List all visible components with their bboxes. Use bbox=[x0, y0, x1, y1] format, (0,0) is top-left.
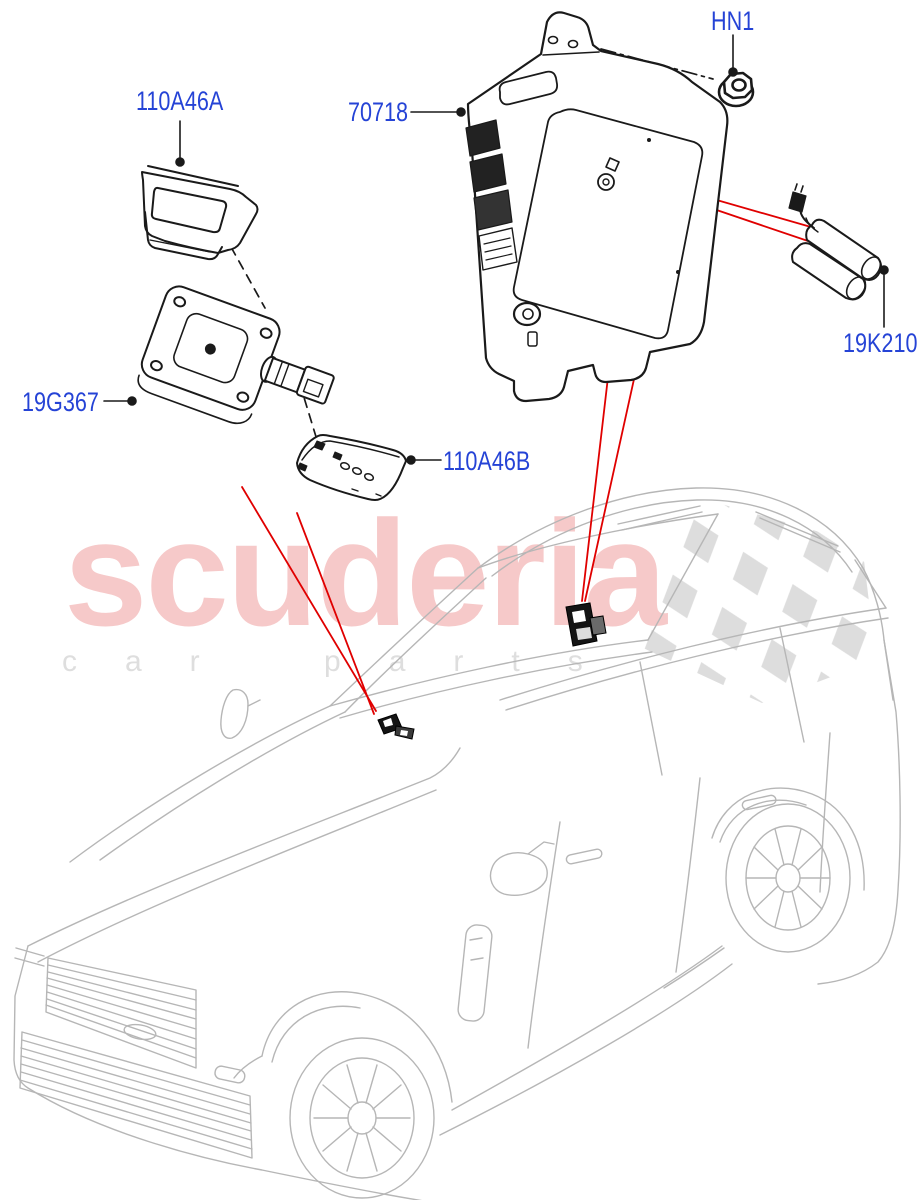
part-control-module-drawing[interactable] bbox=[465, 11, 729, 403]
front-wheel bbox=[289, 1037, 435, 1199]
grille-upper bbox=[45, 957, 197, 1069]
watermark-primary: scuderia bbox=[64, 489, 667, 657]
rear-wheel bbox=[725, 803, 851, 953]
vehicle-illustration bbox=[13, 487, 901, 1200]
part-antenna-drawing[interactable] bbox=[788, 183, 884, 302]
roof-module-marker[interactable] bbox=[565, 602, 607, 647]
part-label-70718[interactable]: 70718 bbox=[348, 97, 409, 127]
windshield-sensor-marker[interactable] bbox=[377, 713, 415, 740]
grille-lower bbox=[19, 1031, 253, 1159]
part-upper-bracket-drawing[interactable] bbox=[141, 165, 259, 261]
part-nut-drawing[interactable] bbox=[717, 71, 755, 108]
part-sensor-cover-drawing[interactable] bbox=[296, 434, 407, 501]
part-rain-sensor-drawing[interactable] bbox=[133, 282, 346, 450]
part-label-19G367[interactable]: 19G367 bbox=[22, 387, 99, 417]
part-label-110A46B[interactable]: 110A46B bbox=[443, 446, 531, 476]
part-label-19K210[interactable]: 19K210 bbox=[843, 328, 918, 358]
part-label-110A46A[interactable]: 110A46A bbox=[136, 86, 224, 116]
watermark-secondary: car parts bbox=[62, 645, 631, 678]
part-label-HN1[interactable]: HN1 bbox=[711, 6, 755, 36]
label-leader-lines bbox=[103, 34, 889, 465]
door-handles bbox=[565, 794, 777, 865]
